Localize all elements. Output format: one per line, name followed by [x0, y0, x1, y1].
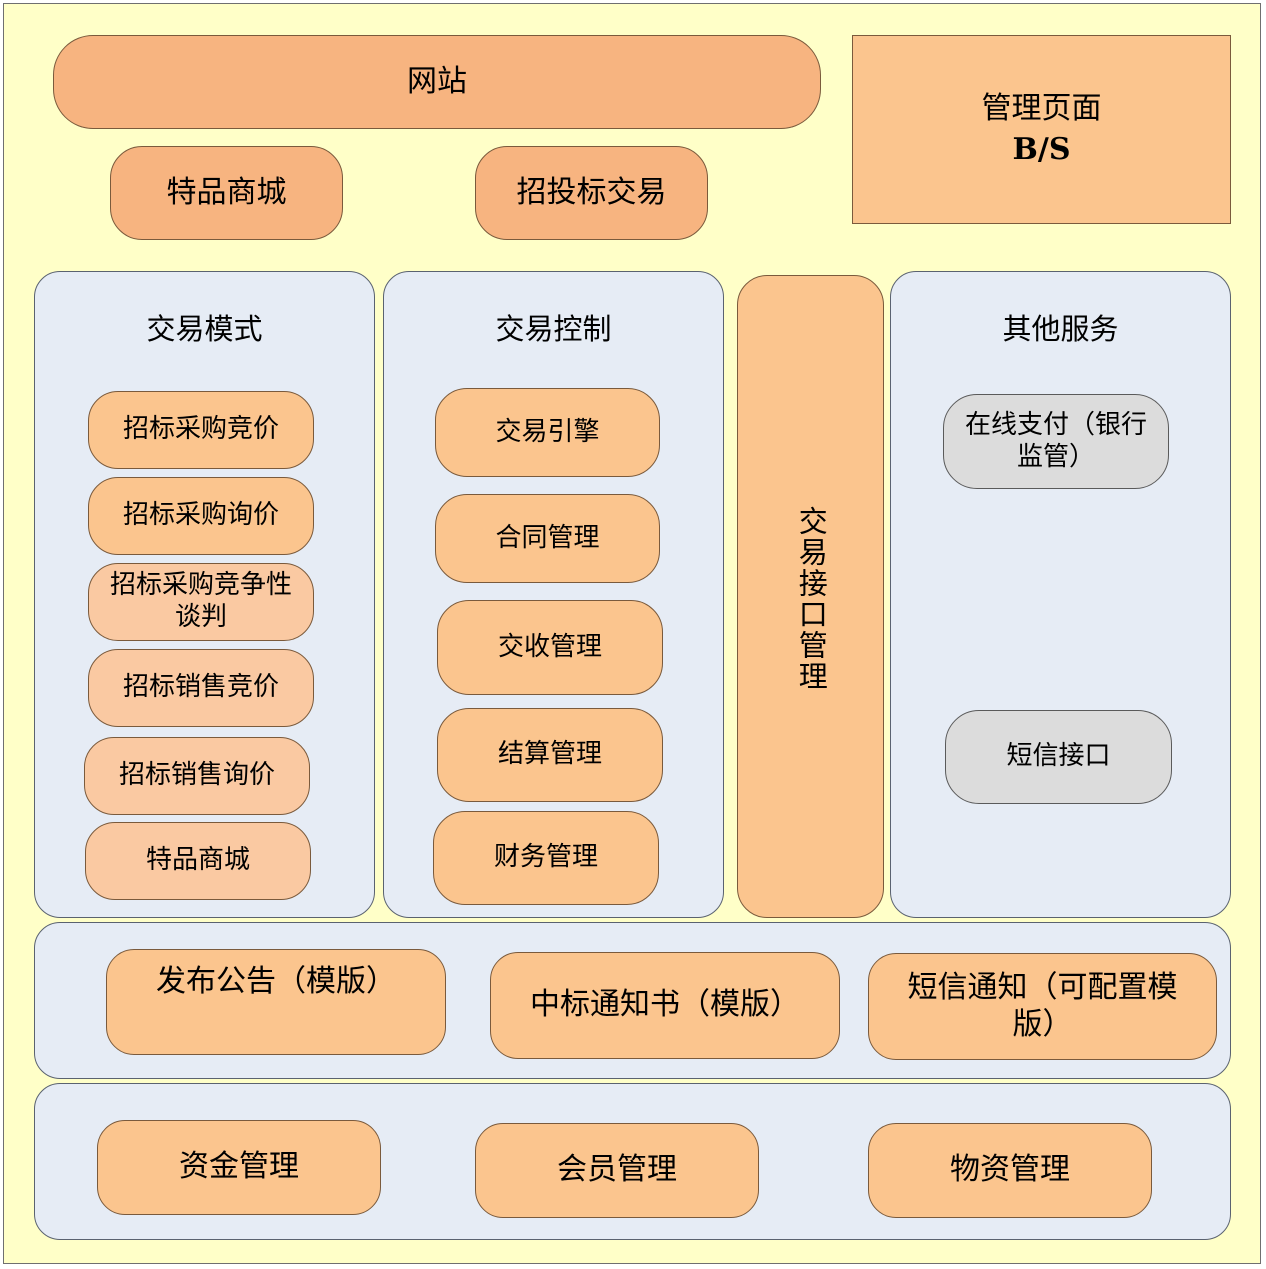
- other-services-title: 其他服务: [1002, 312, 1119, 346]
- trade-mode-item: 特品商城: [85, 822, 311, 900]
- notice-item-label: 短信通知（可配置模版）: [907, 969, 1178, 1042]
- management-item: 资金管理: [97, 1120, 381, 1215]
- online-payment-label: 在线支付（银行监管）: [964, 409, 1147, 472]
- notice-item-label: 中标通知书（模版）: [530, 987, 800, 1023]
- trade-control-item: 交易引擎: [435, 388, 660, 477]
- admin-page-bs-label: B/S: [1012, 131, 1071, 167]
- trade-control-item: 交收管理: [437, 600, 663, 695]
- trade-mode-item: 招标采购竞争性谈判: [88, 563, 314, 641]
- admin-page-box: 管理页面 B/S: [852, 35, 1231, 224]
- trade-control-item: 合同管理: [435, 494, 660, 583]
- notice-item: 中标通知书（模版）: [490, 952, 840, 1059]
- mall-box: 特品商城: [110, 146, 343, 240]
- bidding-label: 招投标交易: [516, 174, 667, 210]
- trade-control-item-label: 财务管理: [493, 842, 598, 873]
- trade-control-title: 交易控制: [495, 312, 612, 346]
- website-label: 网站: [407, 63, 467, 99]
- trade-control-item-label: 合同管理: [495, 522, 600, 553]
- sms-interface-label: 短信接口: [1006, 741, 1111, 772]
- website-box: 网站: [53, 35, 821, 129]
- trade-mode-item: 招标采购竞价: [88, 391, 314, 469]
- trade-mode-item: 招标采购询价: [88, 477, 314, 555]
- online-payment-box: 在线支付（银行监管）: [943, 394, 1169, 489]
- mall-label: 特品商城: [166, 174, 287, 210]
- trade-mode-title: 交易模式: [146, 312, 263, 346]
- trade-control-item-label: 交收管理: [497, 631, 602, 662]
- trade-control-item-label: 交易引擎: [495, 416, 600, 447]
- notice-item: 发布公告（模版）: [106, 949, 446, 1055]
- trade-mode-item: 招标销售询价: [84, 737, 310, 815]
- management-item: 物资管理: [868, 1123, 1152, 1218]
- trade-mode-item-label: 招标销售询价: [118, 760, 275, 791]
- trade-control-item: 结算管理: [437, 708, 663, 802]
- trade-mode-item-label: 招标采购询价: [122, 500, 279, 531]
- trade-control-item-label: 结算管理: [497, 739, 602, 770]
- management-item-label: 资金管理: [179, 1149, 299, 1185]
- trade-mode-item-label: 招标采购竞争性谈判: [109, 570, 292, 632]
- notice-item-label: 发布公告（模版）: [156, 964, 396, 999]
- sms-interface-box: 短信接口: [945, 710, 1172, 804]
- management-item-label: 物资管理: [950, 1152, 1070, 1188]
- admin-page-label: 管理页面: [981, 90, 1102, 126]
- trade-mode-item-label: 招标采购竞价: [122, 414, 279, 445]
- management-item: 会员管理: [475, 1123, 759, 1218]
- trade-mode-item: 招标销售竞价: [88, 649, 314, 727]
- management-item-label: 会员管理: [557, 1152, 677, 1188]
- notice-item: 短信通知（可配置模版）: [868, 953, 1217, 1060]
- trade-interface-label: 交易接口管理: [794, 506, 829, 692]
- other-services-panel: 其他服务: [890, 271, 1231, 918]
- trade-interface-box: 交易接口管理: [737, 275, 884, 918]
- trade-control-panel: 交易控制: [383, 271, 724, 918]
- trade-control-item: 财务管理: [433, 811, 659, 905]
- bidding-box: 招投标交易: [475, 146, 708, 240]
- trade-mode-item-label: 特品商城: [145, 845, 250, 876]
- trade-mode-item-label: 招标销售竞价: [122, 672, 279, 703]
